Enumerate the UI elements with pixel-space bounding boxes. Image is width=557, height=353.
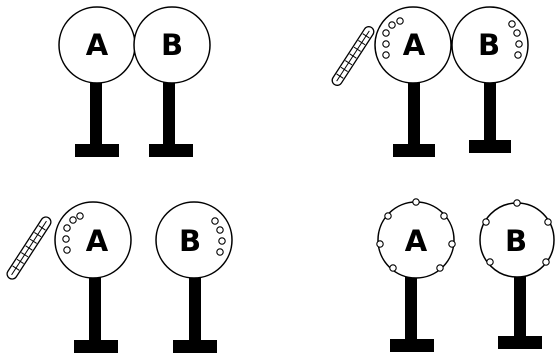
sphere-b-label: B [161, 28, 183, 62]
stand-b [498, 274, 542, 349]
sphere-b-label: B [179, 224, 201, 258]
stand-a [390, 274, 434, 352]
stand-a [75, 77, 119, 157]
panel-rod-near-touching-spheres: A B [331, 6, 529, 157]
distributed-charges-a [376, 198, 456, 272]
panel-neutral-spheres-touching: A B [58, 6, 211, 157]
stand-b [149, 77, 193, 157]
stand-a [393, 82, 435, 157]
induced-charges-a [382, 17, 404, 59]
sphere-a-label: A [86, 224, 109, 258]
charged-rod-icon [6, 216, 52, 280]
distributed-charges-b [482, 199, 552, 266]
stand-b [469, 82, 511, 153]
sphere-b-label: B [505, 224, 527, 258]
sphere-b [133, 6, 211, 84]
sphere-b-label: B [478, 28, 500, 62]
sphere-a-label: A [405, 224, 428, 258]
induced-charges-b [508, 20, 523, 59]
panel-spheres-separated-with-rod: A B [6, 201, 233, 353]
stand-b [173, 274, 217, 353]
induced-charges-b [211, 217, 226, 256]
sphere-a-label: A [403, 28, 426, 62]
panel-spheres-separated-rod-removed: A B [376, 198, 555, 352]
charged-rod-icon [331, 26, 375, 86]
induced-charges-a [62, 212, 84, 254]
stand-a [74, 274, 118, 353]
sphere-a-label: A [86, 28, 109, 62]
